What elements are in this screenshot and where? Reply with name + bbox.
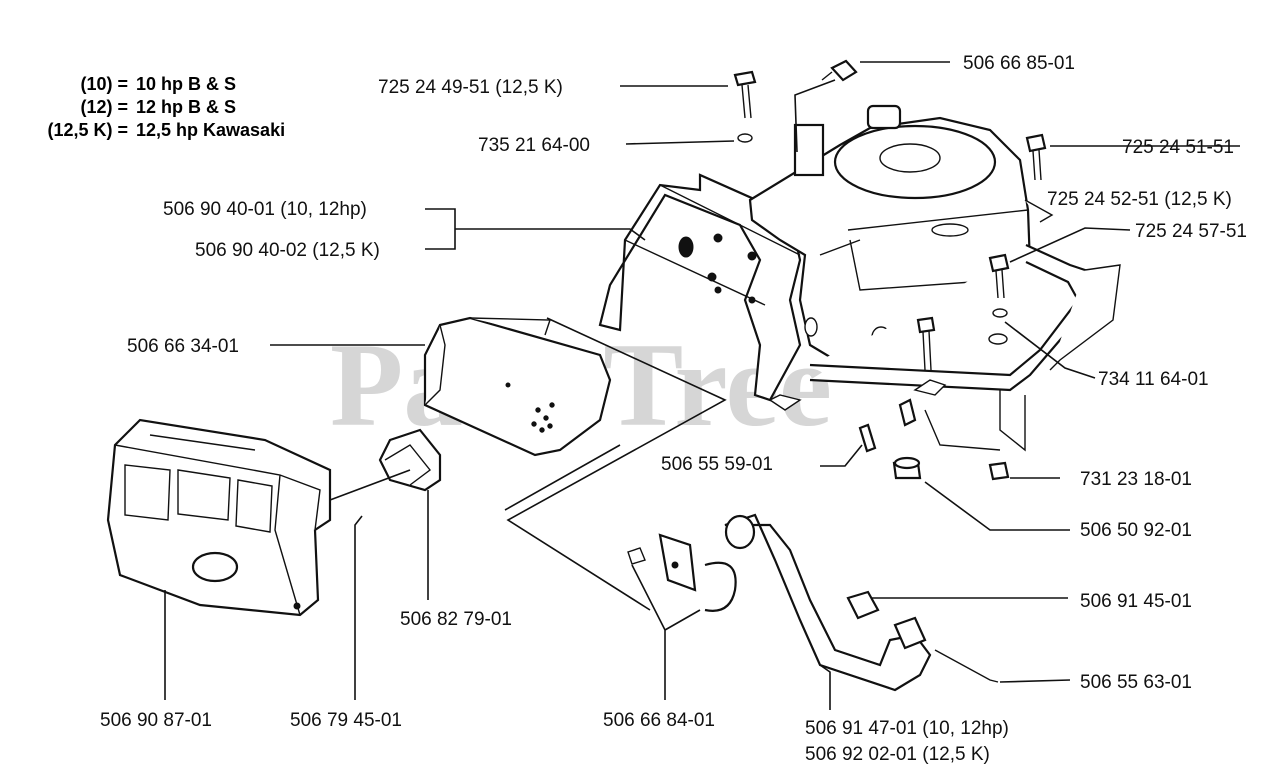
- label-735-21-64-00: 735 21 64-00: [478, 135, 590, 156]
- legend-key-12-5k: (12,5 K) =: [47, 120, 128, 140]
- explode-lines: [329, 317, 727, 611]
- label-506-55-63-01: 506 55 63-01: [1080, 672, 1192, 693]
- label-506-90-40-02: 506 90 40-02 (12,5 K): [195, 240, 380, 261]
- leader-lines: [164, 61, 1240, 710]
- label-725-24-49-51: 725 24 49-51 (12,5 K): [378, 77, 563, 98]
- legend-key-10: (10) =: [80, 74, 128, 94]
- label-506-90-40-01: 506 90 40-01 (10, 12hp): [163, 199, 367, 220]
- exhaust-pipe-drawing: [724, 513, 999, 692]
- label-506-66-84-01: 506 66 84-01: [603, 710, 715, 731]
- label-506-55-59-01: 506 55 59-01: [661, 454, 773, 475]
- label-725-24-51-51: 725 24 51-51: [1122, 137, 1234, 158]
- label-506-66-34-01: 506 66 34-01: [127, 336, 239, 357]
- label-506-82-79-01: 506 82 79-01: [400, 609, 512, 630]
- label-506-91-47-01: 506 91 47-01 (10, 12hp): [805, 718, 1009, 739]
- label-731-23-18-01: 731 23 18-01: [1080, 469, 1192, 490]
- frame-drawing: [809, 243, 1121, 392]
- legend: (10) = 10 hp B & S (12) = 12 hp B & S (1…: [47, 74, 285, 140]
- legend-key-12: (12) =: [80, 97, 128, 117]
- clamp-drawing: [627, 533, 737, 612]
- muffler-guard-drawing: [106, 418, 332, 617]
- legend-value-12-5k: 12,5 hp Kawasaki: [136, 120, 285, 140]
- legend-value-12: 12 hp B & S: [136, 97, 236, 117]
- label-725-24-52-51: 725 24 52-51 (12,5 K): [1047, 189, 1232, 210]
- label-506-92-02-01: 506 92 02-01 (12,5 K): [805, 744, 990, 765]
- fasteners-drawing: [733, 59, 1047, 481]
- label-506-79-45-01: 506 79 45-01: [290, 710, 402, 731]
- label-506-50-92-01: 506 50 92-01: [1080, 520, 1192, 541]
- label-734-11-64-01: 734 11 64-01: [1098, 369, 1209, 390]
- part-labels: 725 24 49-51 (12,5 K) 506 66 85-01 735 2…: [100, 53, 1247, 765]
- engine-bracket-drawing: [598, 173, 802, 411]
- label-725-24-57-51: 725 24 57-51: [1135, 221, 1247, 242]
- label-506-90-87-01: 506 90 87-01: [100, 710, 212, 731]
- label-506-91-45-01: 506 91 45-01: [1080, 591, 1192, 612]
- legend-value-10: 10 hp B & S: [136, 74, 236, 94]
- label-506-66-85-01: 506 66 85-01: [963, 53, 1075, 74]
